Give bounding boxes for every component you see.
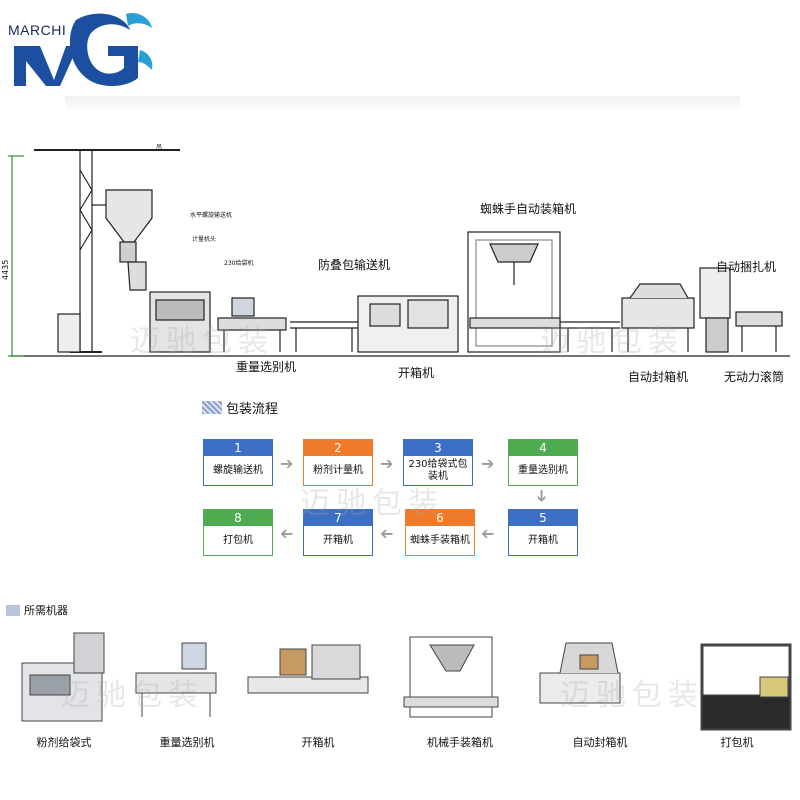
watermark-machines-left: 迈驰包装 — [60, 678, 204, 713]
machine-label-6: 打包机 — [720, 736, 754, 749]
watermark-line: 迈驰包装 — [130, 324, 274, 359]
flow-step-1: 1 螺旋输送机 — [203, 439, 273, 486]
marchi-logo-mark — [14, 12, 153, 87]
machine-label-5: 自动封箱机 — [572, 736, 628, 749]
header-divider — [65, 96, 740, 114]
arrow-right-icon: ➔ — [481, 454, 495, 473]
arrow-down-icon: ➔ — [532, 489, 552, 503]
flow-step-8: 8 打包机 — [203, 509, 273, 556]
machine-label-1: 粉剂给袋式 — [36, 736, 92, 749]
flow-step-6: 6 蜘蛛手装箱机 — [405, 509, 475, 556]
watermark-machines-right: 迈驰包装 — [560, 678, 704, 713]
step-name: 蜘蛛手装箱机 — [410, 534, 470, 546]
step-number: 1 — [204, 440, 272, 456]
step-number: 7 — [304, 510, 372, 526]
step-name: 螺旋输送机 — [213, 464, 263, 476]
flow-step-5: 5 开箱机 — [508, 509, 578, 556]
step-name: 开箱机 — [528, 534, 558, 546]
step-number: 6 — [406, 510, 474, 526]
step-name: 重量选别机 — [518, 464, 568, 476]
step-number: 4 — [509, 440, 577, 456]
brand-name: MARCHI — [8, 22, 67, 38]
machine-label-3: 开箱机 — [301, 736, 335, 749]
case-erector-label: 开箱机 — [398, 366, 435, 380]
step-name: 打包机 — [223, 534, 253, 546]
flow-title: 包装流程 — [226, 402, 279, 417]
machine-label-4: 机械手装箱机 — [427, 736, 493, 749]
arrow-left-icon: ➔ — [380, 524, 394, 543]
metering-head-label: 计量机头 — [192, 236, 217, 243]
brand-logo — [6, 6, 156, 92]
flow-step-4: 4 重量选别机 — [508, 439, 578, 486]
strapping-label: 自动捆扎机 — [716, 260, 777, 274]
roller-label: 无动力滚筒 — [724, 370, 785, 384]
conveyor-label: 防叠包输送机 — [318, 258, 391, 272]
step-name: 粉剂计量机 — [313, 464, 363, 476]
machine-pictures — [21, 632, 792, 731]
flow-step-3: 3 230给袋式包装机 — [403, 439, 473, 486]
lifter-label: 吊 — [156, 144, 163, 151]
machine-label-2: 重量选别机 — [159, 736, 215, 749]
step-name: 230给袋式包装机 — [408, 458, 468, 482]
flow-step-7: 7 开箱机 — [303, 509, 373, 556]
square-icon — [6, 604, 20, 616]
step-number: 3 — [404, 440, 472, 456]
production-line-drawing — [8, 149, 790, 357]
step-number: 5 — [509, 510, 577, 526]
height-dimension: 4435 — [1, 259, 10, 280]
machines-title: 所需机器 — [24, 604, 68, 617]
bagger-label: 230给袋机 — [224, 260, 254, 267]
arrow-left-icon: ➔ — [280, 524, 294, 543]
watermark-line-right: 迈驰包装 — [540, 324, 684, 359]
case-sealer-label: 自动封箱机 — [628, 370, 689, 384]
hatch-icon — [202, 401, 222, 414]
step-number: 8 — [204, 510, 272, 526]
flow-heading: 包装流程 — [202, 398, 278, 417]
checkweigher-label: 重量选别机 — [236, 360, 297, 374]
step-name: 开箱机 — [323, 534, 353, 546]
arrow-right-icon: ➔ — [280, 454, 294, 473]
watermark-flow: 迈驰包装 — [300, 486, 444, 521]
horizontal-screw-label: 水平螺旋输送机 — [190, 212, 233, 219]
step-number: 2 — [304, 440, 372, 456]
machines-heading: 所需机器 — [6, 602, 68, 618]
robot-label: 蜘蛛手自动装箱机 — [480, 202, 577, 216]
flow-step-2: 2 粉剂计量机 — [303, 439, 373, 486]
arrow-left-icon: ➔ — [481, 524, 495, 543]
arrow-right-icon: ➔ — [380, 454, 394, 473]
